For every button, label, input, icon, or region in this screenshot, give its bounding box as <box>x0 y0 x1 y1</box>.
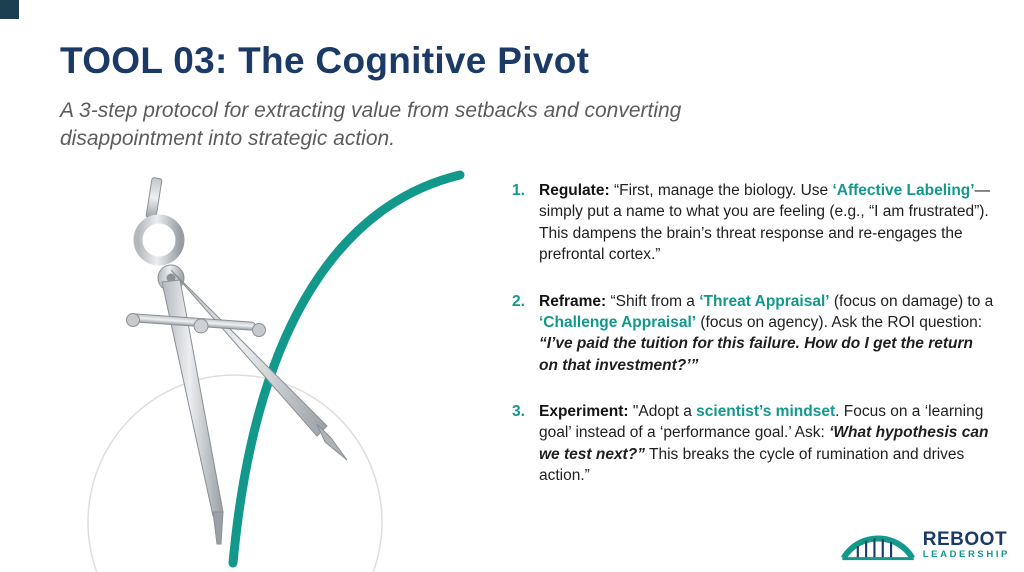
corner-accent-square <box>0 0 19 19</box>
faint-circle <box>87 374 383 572</box>
step-text-segment: ‘Affective Labeling’ <box>832 182 975 199</box>
step-text-segment: “First, manage the biology. Use <box>613 182 833 199</box>
page-title: TOOL 03: The Cognitive Pivot <box>60 40 590 81</box>
steps-list: 1. Regulate: “First, manage the biology. … <box>512 180 994 487</box>
logo: REBOOT LEADERSHIP <box>840 526 1010 564</box>
logo-text: REBOOT LEADERSHIP <box>923 530 1010 560</box>
step-text-segment: (focus on damage) to a <box>829 292 994 310</box>
page-subtitle: A 3-step protocol for extracting value f… <box>60 99 682 150</box>
brand-name: REBOOT <box>922 529 1008 551</box>
teal-arc <box>228 170 465 568</box>
step-item: 3. Experiment: "Adopt a scientist’s minds… <box>512 401 994 487</box>
step-text-segment: ‘What hypothesis can we test next?” <box>539 424 989 463</box>
step-text-segment: ‘Challenge Appraisal’ <box>539 313 697 331</box>
step-text: Regulate: “First, manage the biology. Us… <box>539 180 994 266</box>
step-text-segment: This breaks the cycle of rumination and … <box>539 445 965 485</box>
step-number: 2. <box>512 292 525 310</box>
step-text-segment: scientist’s mindset <box>696 403 836 420</box>
step-item: 2. Reframe: “Shift from a ‘Threat Apprais… <box>512 291 994 377</box>
step-text-segment: —simply put a name to what you are feeli… <box>539 182 991 264</box>
step-number: 1. <box>512 182 525 199</box>
step-text-segment: ‘Threat Appraisal’ <box>699 292 830 310</box>
step-text-segment: . Focus on a ‘learning goal’ instead of … <box>539 403 984 442</box>
step-text: Experiment: "Adopt a scientist’s mindset… <box>539 401 994 487</box>
step-text-segment: "Adopt a <box>632 403 697 420</box>
step-text-segment: (focus on agency). Ask the ROI question: <box>696 313 983 331</box>
drafting-compass-illustration <box>87 170 465 572</box>
step-number: 3. <box>512 403 525 420</box>
step-text-segment: “Shift from a <box>610 292 700 310</box>
bridge-icon <box>840 535 915 561</box>
step-item: 1. Regulate: “First, manage the biology. … <box>512 180 994 266</box>
brand-tagline: LEADERSHIP <box>922 548 1010 560</box>
compass-body <box>126 177 348 545</box>
step-text-segment: Experiment: <box>539 403 633 420</box>
step-text-segment: Regulate: <box>539 182 614 199</box>
step-text-segment: Reframe: <box>539 292 611 310</box>
step-text-segment: “I’ve paid the tuition for this failure.… <box>539 335 974 374</box>
step-text: Reframe: “Shift from a ‘Threat Appraisal… <box>539 291 994 377</box>
